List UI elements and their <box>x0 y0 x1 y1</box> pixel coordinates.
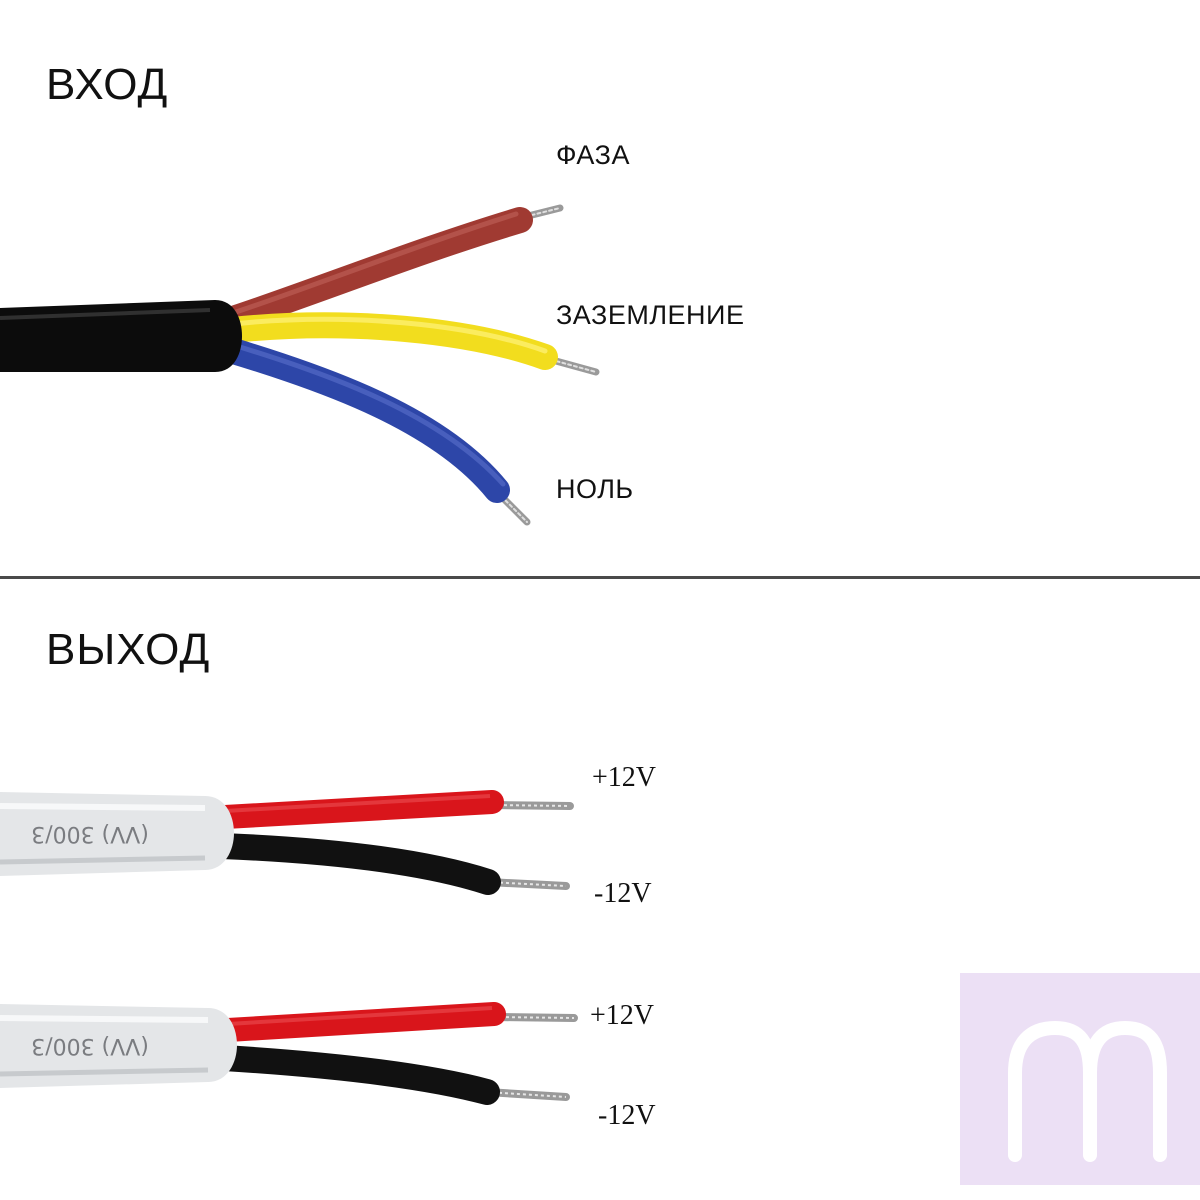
cable-2-positive-label: +12V <box>590 1000 655 1031</box>
cable-2-negative-label: -12V <box>598 1100 656 1131</box>
cable-1-positive-wire <box>213 790 504 829</box>
cable-2-positive-wire <box>216 1002 506 1042</box>
cable-2-jacket <box>0 1004 237 1088</box>
cable-2-negative-wire <box>211 1045 500 1105</box>
input-heading: ВХОД <box>46 60 169 109</box>
cable-1-jacket-print: (VV) 300/3 <box>31 821 149 846</box>
ground-label: ЗАЗЕМЛЕНИЕ <box>556 300 745 330</box>
input-cable-jacket <box>0 300 242 372</box>
output-heading: ВЫХОД <box>46 625 211 674</box>
output-cable-2: (VV) 300/3 <box>0 1002 578 1105</box>
cable-1-jacket <box>0 792 234 876</box>
neutral-wire <box>217 337 510 503</box>
phase-label: ФАЗА <box>556 140 630 170</box>
m-logo-icon <box>960 973 1200 1185</box>
section-divider <box>0 576 1200 579</box>
neutral-label: НОЛЬ <box>556 474 634 504</box>
phase-wire <box>223 207 533 331</box>
cable-1-negative-label: -12V <box>594 878 652 909</box>
ground-wire <box>219 312 558 370</box>
cable-1-negative-wire <box>209 833 501 895</box>
input-cable-illustration <box>0 204 600 526</box>
cable-2-jacket-print: (VV) 300/3 <box>31 1033 149 1058</box>
output-cable-1: (VV) 300/3 <box>0 790 574 895</box>
cable-1-positive-label: +12V <box>592 762 657 793</box>
